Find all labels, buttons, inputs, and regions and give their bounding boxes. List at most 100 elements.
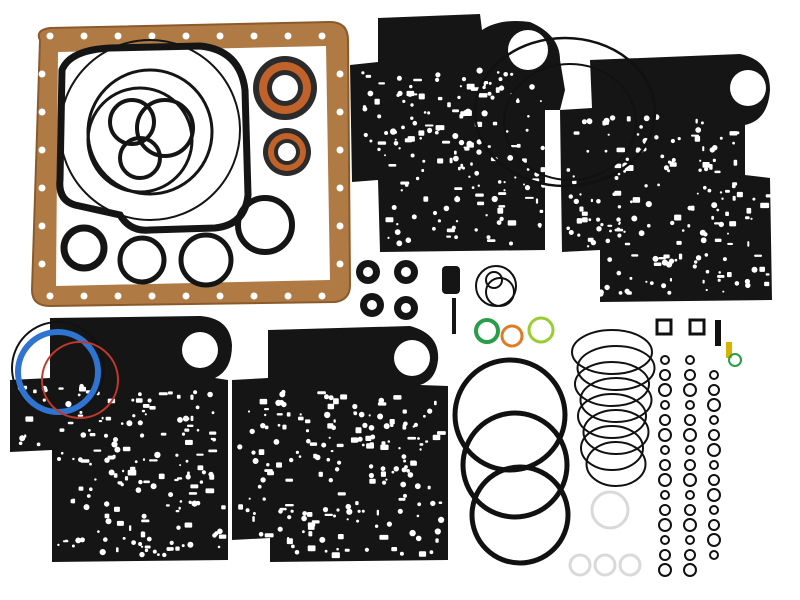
small-oring [708,384,720,396]
gasket-hole [108,469,115,476]
gasket-slot [264,533,274,538]
gasket-hole [324,411,331,419]
cork-hole [336,70,344,78]
gasket-hole [154,451,161,459]
gasket-hole [474,228,478,232]
gasket-slot [98,420,103,423]
gasket-hole [596,199,601,204]
gasket-slot [89,433,96,437]
gasket-hole [417,437,420,440]
gasket-hole [185,459,189,463]
gasket-slot [104,513,110,519]
gasket-slot [366,443,374,449]
gasket-hole [403,493,407,498]
small-misc-parts [655,318,742,367]
gasket-hole [177,417,183,423]
gasket-slot [732,195,736,201]
gasket-hole [217,528,223,535]
gasket-hole [663,165,669,171]
gasket-slot [78,486,84,491]
gasket-hole [603,117,610,124]
gasket-slot [582,217,588,223]
gasket-hole [639,125,643,129]
gasket-hole [681,229,685,232]
gasket-hole [277,526,283,532]
gasket-slot [435,538,439,543]
gasket-slot [298,416,304,421]
gasket-hole [78,457,83,463]
gasket-hole [453,155,459,162]
gasket-slot [632,197,641,203]
gasket-slot [419,443,424,446]
gasket-hole [299,413,302,416]
gasket-slot [498,205,506,208]
gasket-hole [364,547,369,552]
gasket-slot [418,551,427,557]
gasket-hole [461,77,467,82]
gasket-hole [262,497,266,501]
gasket-hole [409,529,416,537]
gasket-slot [495,87,500,93]
cork-hole [38,222,46,230]
gasket-hole [394,138,397,141]
gasket-slot [24,434,27,438]
gasket-hole [114,446,121,453]
gasket-slot [487,239,496,242]
gasket-hole [458,139,465,146]
cork-hole [46,32,54,40]
gasket-hole [290,509,294,513]
gasket-hole [201,470,206,475]
gasket-hole [607,133,610,136]
gasket-slot [380,444,389,450]
gasket-slot [331,552,340,559]
gasket-slot [158,392,168,396]
gasket-slot [425,440,429,443]
gasket-hole [287,515,292,520]
gasket-hole [704,253,709,257]
gasket-hole [387,236,390,239]
gasket-hole [503,181,506,184]
gasket-hole [188,500,192,504]
gasket-hole [346,508,353,515]
gasket-hole [699,229,706,236]
gasket-slot [122,446,131,452]
gasket-slot [177,477,183,480]
gasket-hole [490,95,495,100]
gasket-hole [590,239,597,246]
gasket-hole [731,184,736,189]
gasket-slot [427,111,431,115]
gasket-hole [586,118,592,124]
gasket-hole [415,176,420,181]
small-oring [684,549,696,561]
gasket-hole [386,521,392,527]
gasket-hole [97,530,100,533]
gasket-slot [725,211,729,216]
gasket-slot [709,164,713,170]
gasket-slot [454,187,463,190]
cork-hole [38,184,46,192]
gasket-hole [368,425,375,431]
gasket-slot [190,394,194,400]
gasket-hole [695,127,702,133]
gasket-slot [93,449,102,452]
gasket-hole [568,230,574,235]
gasket-hole [19,435,26,442]
cork-hole [284,32,292,40]
gasket-hole [120,422,124,425]
gasket-hole [353,411,358,416]
small-black-rings-left [60,195,295,288]
gasket-slot [165,504,170,507]
gasket-hole [289,457,294,463]
gasket-hole [707,188,712,193]
gasket-slot [526,186,529,189]
gasket-slot [114,506,120,512]
gasket-slot [238,504,243,510]
gasket-hole [695,255,702,261]
gasket-hole [568,194,573,199]
gasket-slot [327,423,334,429]
gasket-hole [459,85,462,88]
gasket-hole [600,223,604,227]
gasket-hole [496,71,500,74]
gasket-hole [168,492,174,498]
gasket-hole [419,137,423,140]
